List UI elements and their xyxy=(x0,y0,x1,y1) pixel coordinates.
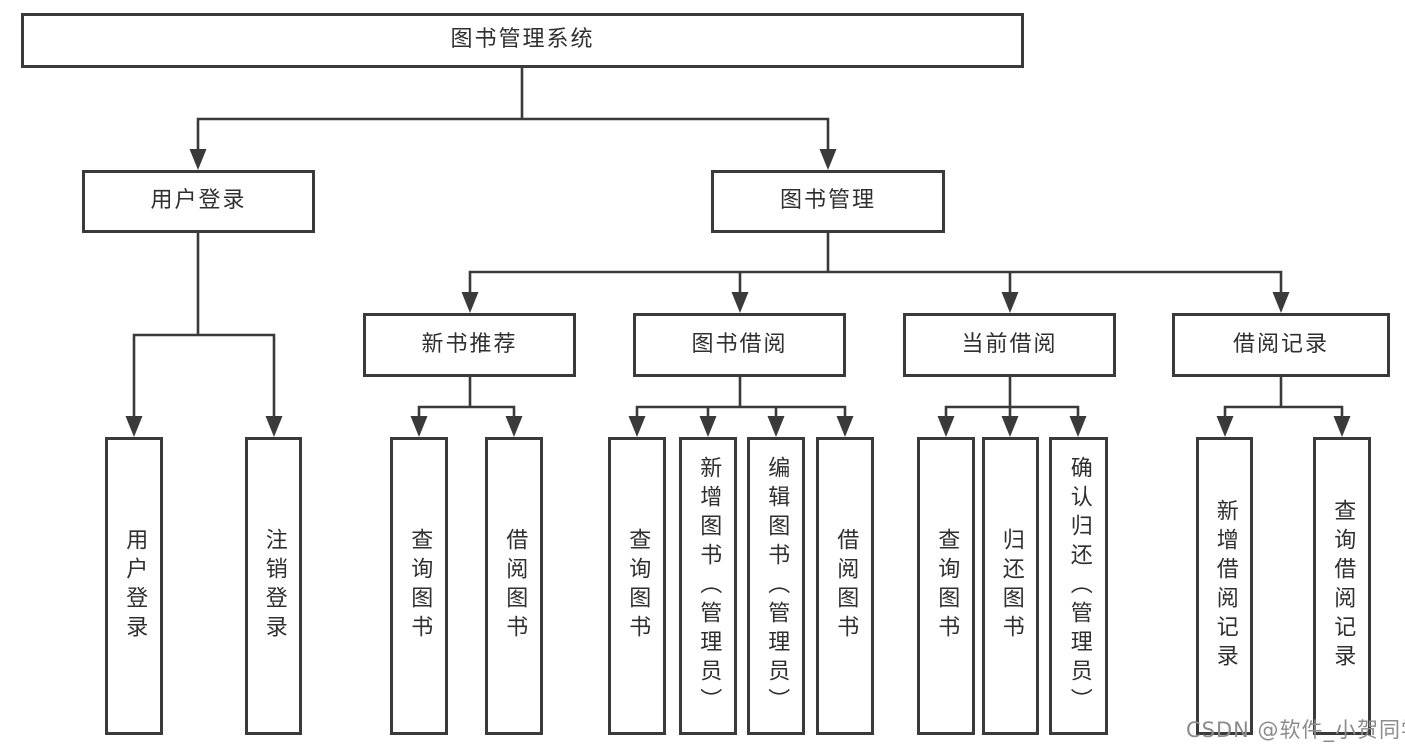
node-label: 编辑图书（管理员） xyxy=(764,455,790,717)
node-current-borrowing: 当前借阅 xyxy=(903,313,1116,377)
node-records-query-record: 查询借阅记录 xyxy=(1313,437,1371,735)
node-records-add-record: 新增借阅记录 xyxy=(1196,437,1253,735)
arrowhead-icon xyxy=(1333,416,1351,437)
connector-path xyxy=(468,231,1283,296)
arrowhead-icon xyxy=(731,292,749,313)
connector-path xyxy=(196,66,830,153)
node-user-login: 用户登录 xyxy=(82,170,315,233)
node-label: 归还图书 xyxy=(998,528,1024,644)
watermark-text: CSDN @软件_小贺同学 xyxy=(1186,718,1405,742)
node-label: 图书管理 xyxy=(779,188,876,214)
arrowhead-icon xyxy=(699,416,717,437)
node-logout-action: 注销登录 xyxy=(245,437,302,735)
connector-path xyxy=(417,375,516,420)
node-current-confirm-return: 确认归还（管理员） xyxy=(1049,437,1108,735)
node-borrowing-edit-books: 编辑图书（管理员） xyxy=(747,437,805,735)
arrowhead-icon xyxy=(1001,416,1019,437)
node-user-login-action: 用户登录 xyxy=(105,437,163,735)
node-label: 查询图书 xyxy=(625,528,651,644)
arrowhead-icon xyxy=(836,416,854,437)
node-new-book-recommend: 新书推荐 xyxy=(363,313,576,377)
node-label: 确认归还（管理员） xyxy=(1066,455,1092,717)
arrowhead-icon xyxy=(628,416,646,437)
node-label: 图书借阅 xyxy=(691,331,788,357)
connector-path xyxy=(132,231,276,420)
node-label: 借阅图书 xyxy=(833,528,859,644)
node-label: 用户登录 xyxy=(122,528,148,644)
node-borrowing-records: 借阅记录 xyxy=(1172,313,1390,377)
node-label: 查询图书 xyxy=(934,528,960,644)
node-label: 注销登录 xyxy=(261,528,287,644)
node-recommend-query-books: 查询图书 xyxy=(390,437,448,735)
connector-path xyxy=(944,375,1080,420)
node-label: 借阅图书 xyxy=(502,528,528,644)
arrowhead-icon xyxy=(819,149,837,170)
arrowhead-icon xyxy=(410,416,428,437)
arrowhead-icon xyxy=(461,292,479,313)
node-recommend-borrow-books: 借阅图书 xyxy=(485,437,543,735)
arrowhead-icon xyxy=(125,416,143,437)
arrowhead-icon xyxy=(265,416,283,437)
node-borrowing-borrow-books: 借阅图书 xyxy=(816,437,874,735)
node-borrowing-query-books: 查询图书 xyxy=(608,437,666,735)
arrowhead-icon xyxy=(1216,416,1234,437)
arrowhead-icon xyxy=(189,149,207,170)
node-label: 当前借阅 xyxy=(961,331,1058,357)
connector-path xyxy=(635,375,847,420)
node-book-borrowing: 图书借阅 xyxy=(633,313,846,377)
arrowhead-icon xyxy=(1272,292,1290,313)
arrowhead-icon xyxy=(937,416,955,437)
arrowhead-icon xyxy=(1069,416,1087,437)
node-root: 图书管理系统 xyxy=(21,13,1024,68)
node-book-management: 图书管理 xyxy=(711,170,945,233)
connector-path xyxy=(1223,375,1344,420)
node-label: 用户登录 xyxy=(150,188,247,214)
node-label: 新增借阅记录 xyxy=(1212,499,1238,673)
node-label: 借阅记录 xyxy=(1232,331,1329,357)
node-borrowing-add-books: 新增图书（管理员） xyxy=(679,437,737,735)
node-label: 查询图书 xyxy=(407,528,433,644)
arrowhead-icon xyxy=(1001,292,1019,313)
node-label: 新书推荐 xyxy=(421,331,518,357)
node-current-return-books: 归还图书 xyxy=(982,437,1039,735)
node-label: 图书管理系统 xyxy=(450,27,595,53)
arrowhead-icon xyxy=(767,416,785,437)
arrowhead-icon xyxy=(505,416,523,437)
node-current-query-books: 查询图书 xyxy=(917,437,975,735)
node-label: 新增图书（管理员） xyxy=(696,455,722,717)
node-label: 查询借阅记录 xyxy=(1330,499,1356,673)
